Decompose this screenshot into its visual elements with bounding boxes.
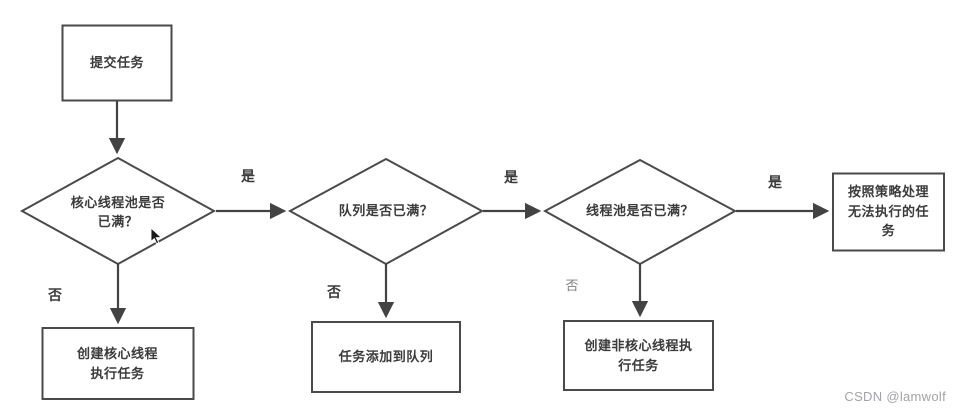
node-create-core-thread-box [41, 327, 195, 400]
node-add-to-queue-box [311, 321, 461, 393]
node-pool-full-diamond [542, 158, 738, 266]
csdn-watermark: CSDN @lamwolf [844, 389, 946, 404]
node-create-noncore-thread-box [563, 320, 714, 391]
node-core-pool-full-diamond [19, 156, 217, 266]
mouse-cursor-icon [150, 227, 163, 245]
node-submit-task-box [61, 24, 173, 102]
node-queue-full-diamond [287, 157, 485, 266]
node-reject-policy-box [832, 172, 945, 252]
